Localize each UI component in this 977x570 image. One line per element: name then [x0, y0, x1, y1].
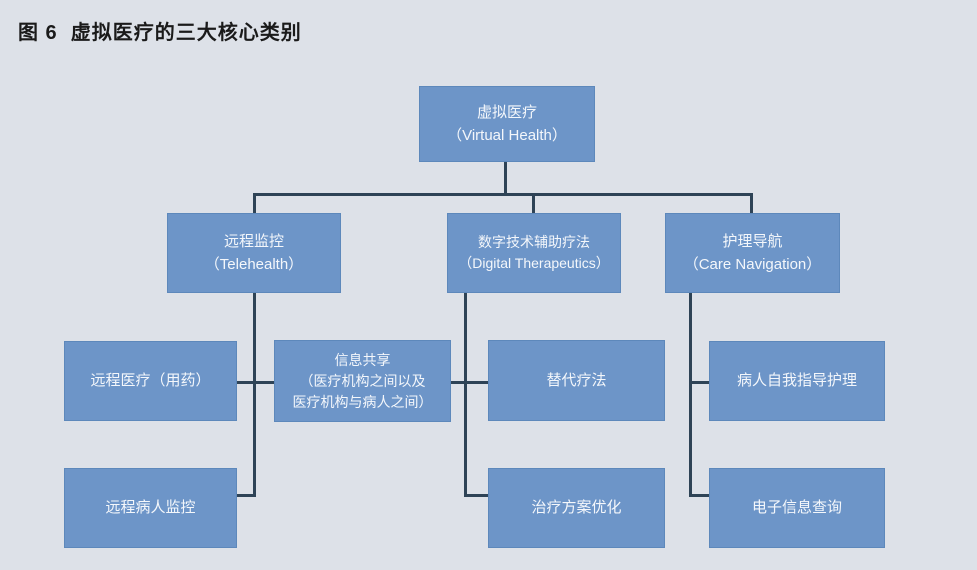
connector-telehealth-drop: [253, 292, 256, 497]
node-label: 虚拟医疗: [476, 103, 537, 121]
connector-care-stub: [750, 193, 753, 214]
node-patient-self-directed-care: 病人自我指导护理: [709, 341, 885, 421]
node-label: 电子信息查询: [751, 499, 842, 517]
node-digital-therapeutics: 数字技术辅助疗法 （Digital Therapeutics）: [447, 213, 621, 293]
connector-level1-horizontal: [253, 193, 753, 196]
connector-digital-stub: [532, 193, 535, 214]
node-label: 治疗方案优化: [531, 499, 622, 517]
node-label: 数字技术辅助疗法: [478, 234, 590, 250]
node-label: 病人自我指导护理: [736, 372, 857, 390]
node-care-navigation: 护理导航 （Care Navigation）: [665, 213, 840, 293]
connector-care-drop: [689, 292, 692, 497]
node-telemedicine-medication: 远程医疗（用药）: [64, 341, 237, 421]
node-treatment-optimization: 治疗方案优化: [488, 468, 665, 548]
node-label: 医疗机构与病人之间）: [292, 393, 433, 410]
node-label: 远程监控: [223, 232, 284, 250]
node-label: （Care Navigation）: [683, 256, 822, 273]
figure-title: 图 6 虚拟医疗的三大核心类别: [18, 22, 302, 44]
connector-e-info-branch: [689, 494, 710, 497]
connector-digital-drop: [464, 292, 467, 497]
node-label: 远程病人监控: [105, 499, 196, 517]
node-label: 信息共享: [334, 351, 391, 368]
node-alternative-therapy: 替代疗法: [488, 340, 665, 421]
node-label: （Telehealth）: [204, 256, 304, 273]
node-label: 替代疗法: [546, 371, 607, 389]
connector-self-care-branch: [689, 381, 710, 384]
node-electronic-info-lookup: 电子信息查询: [709, 468, 885, 548]
connector-alternative-branch: [450, 381, 489, 384]
node-remote-patient-monitoring: 远程病人监控: [64, 468, 237, 548]
connector-telemedicine-branch: [236, 381, 276, 384]
node-label: （Virtual Health）: [447, 127, 567, 144]
node-info-sharing: 信息共享 （医疗机构之间以及 医疗机构与病人之间）: [274, 340, 451, 422]
node-label: 远程医疗（用药）: [90, 372, 211, 390]
connector-telehealth-stub: [253, 193, 256, 214]
connector-treatment-branch: [464, 494, 489, 497]
node-telehealth: 远程监控 （Telehealth）: [167, 213, 341, 293]
connector-remote-monitoring-branch: [236, 494, 256, 497]
node-label: （医疗机构之间以及: [299, 372, 426, 389]
node-virtual-health: 虚拟医疗 （Virtual Health）: [419, 86, 595, 162]
node-label: 护理导航: [722, 232, 783, 250]
node-label: （Digital Therapeutics）: [458, 255, 610, 271]
connector-root-drop: [504, 161, 507, 196]
